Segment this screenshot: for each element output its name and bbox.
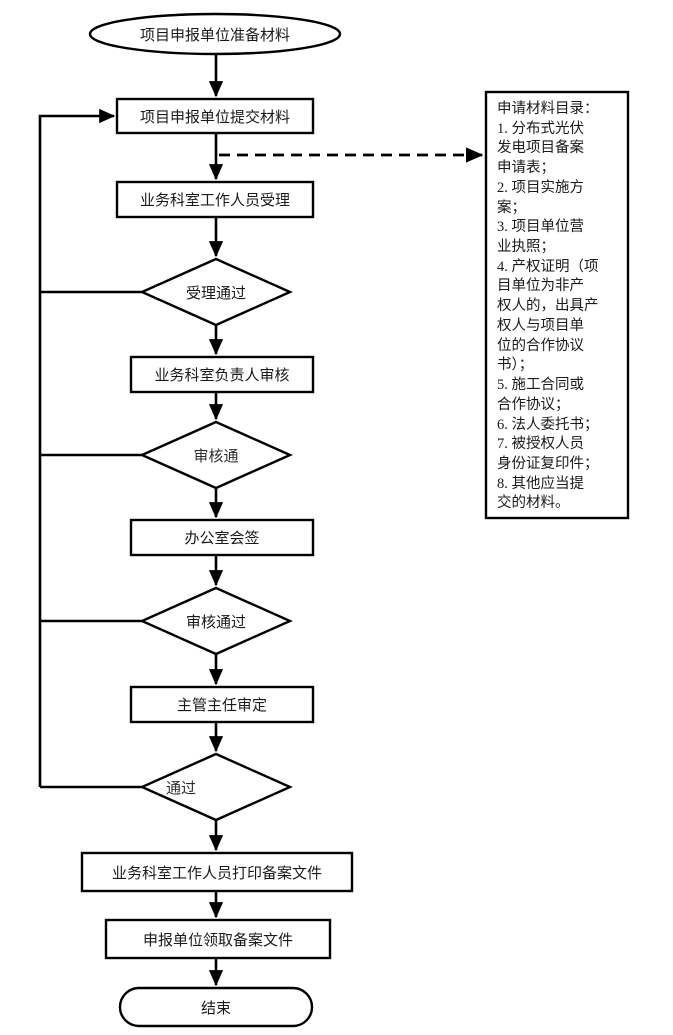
node-collect-shape (104, 918, 332, 960)
node-dec4-shape (139, 752, 293, 822)
node-dec2-shape (139, 420, 293, 490)
edge-loop-return-to-submit (38, 108, 116, 787)
node-end-shape (118, 986, 314, 1028)
node-start-shape (88, 12, 342, 56)
node-approve-shape (129, 685, 315, 724)
node-dec1-shape (139, 257, 293, 327)
notebox-shape (484, 90, 630, 520)
notebox-content: 申请材料目录： 1. 分布式光伏 发电项目备案 申请表； 2. 项目实施方 案；… (497, 101, 599, 512)
node-print-shape (80, 851, 354, 893)
node-review1-shape (129, 355, 315, 394)
node-accept-shape (115, 180, 315, 219)
node-submit-shape (115, 97, 315, 135)
node-countersign-shape (129, 518, 315, 557)
node-dec3-shape (139, 586, 293, 656)
